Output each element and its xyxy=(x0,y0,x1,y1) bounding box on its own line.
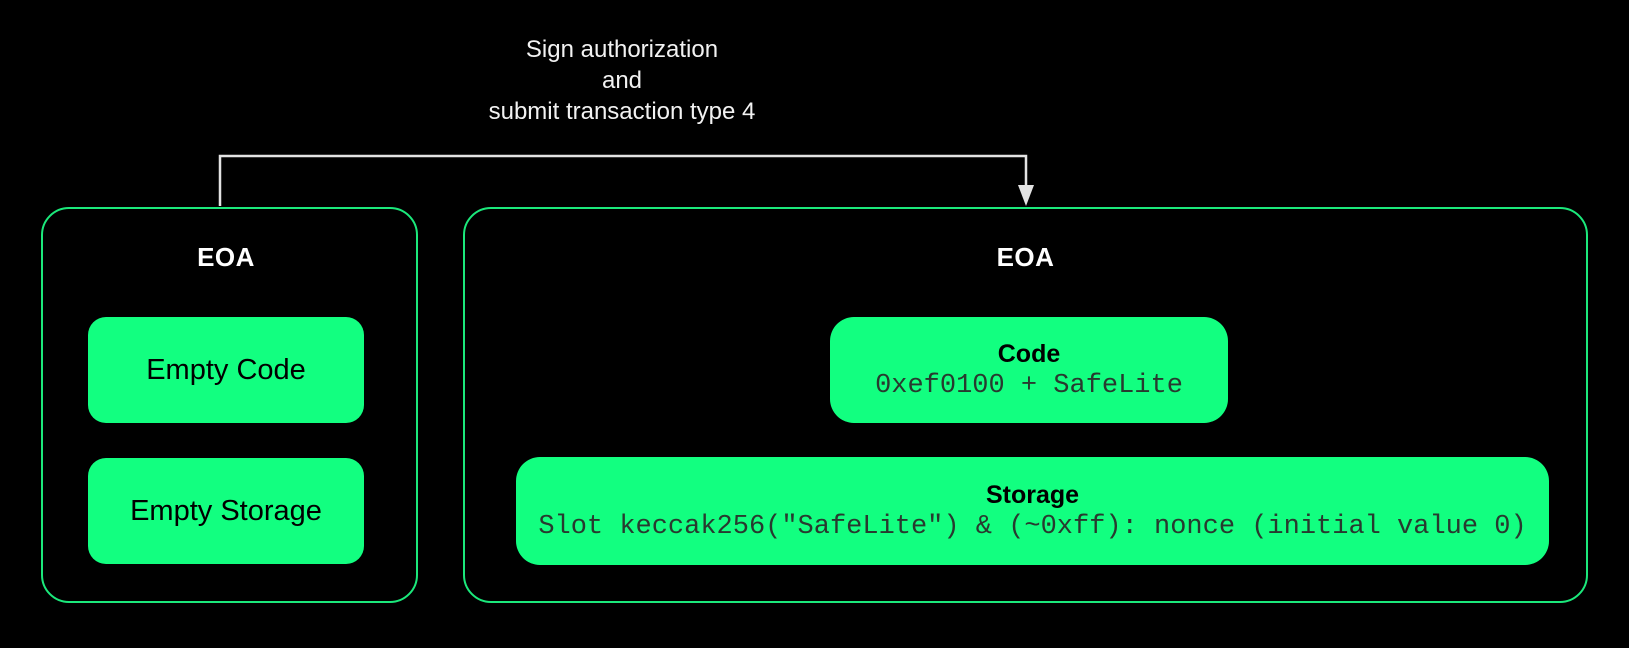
eoa-after-box: EOA Code 0xef0100 + SafeLite Storage Slo… xyxy=(463,207,1588,603)
storage-pill-value: Slot keccak256("SafeLite") & (~0xff): no… xyxy=(538,511,1527,542)
empty-storage-label: Empty Storage xyxy=(130,494,322,527)
eoa-before-box: EOA Empty Code Empty Storage xyxy=(41,207,418,603)
eoa-before-title: EOA xyxy=(197,242,255,272)
empty-code-pill: Empty Code xyxy=(88,317,364,423)
storage-pill-title: Storage xyxy=(985,480,1080,509)
arrow-label-line-2: and xyxy=(601,67,643,94)
arrowhead-icon xyxy=(1018,185,1034,206)
code-pill-value: 0xef0100 + SafeLite xyxy=(875,370,1183,401)
arrow-label-line-1: Sign authorization xyxy=(525,36,719,63)
code-pill: Code 0xef0100 + SafeLite xyxy=(830,317,1228,423)
flow-arrow-line xyxy=(218,154,1028,206)
storage-pill: Storage Slot keccak256("SafeLite") & (~0… xyxy=(516,457,1549,565)
arrow-label: Sign authorization and submit transactio… xyxy=(322,34,922,127)
eoa-after-title: EOA xyxy=(996,242,1055,272)
empty-code-label: Empty Code xyxy=(146,353,306,386)
code-pill-title: Code xyxy=(997,339,1061,368)
arrow-label-line-3: submit transaction type 4 xyxy=(488,98,756,125)
empty-storage-pill: Empty Storage xyxy=(88,458,364,564)
